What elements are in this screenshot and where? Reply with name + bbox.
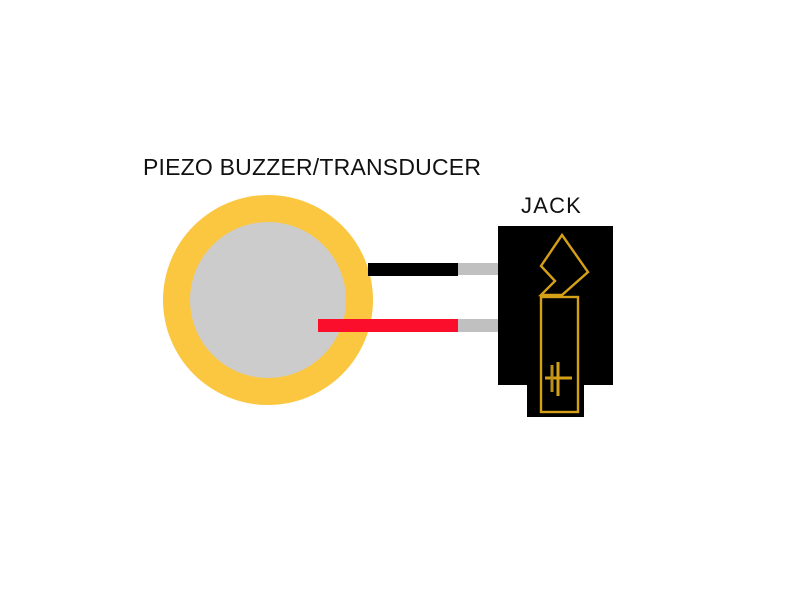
red-wire-insulation — [318, 319, 458, 332]
piezo-inner-disc — [190, 222, 346, 378]
piezo-label: PIEZO BUZZER/TRANSDUCER — [143, 154, 481, 180]
piezo-buzzer-group — [163, 195, 373, 405]
jack-body-upper — [498, 226, 613, 385]
jack-tip-diamond-icon — [538, 232, 590, 297]
jack-sleeve-outline — [539, 295, 580, 414]
black-wire-insulation — [368, 263, 458, 276]
jack-tip-group — [538, 232, 590, 297]
jack-body-group — [498, 226, 613, 417]
jack-label: JACK — [521, 193, 582, 218]
jack-sleeve-group — [539, 295, 580, 414]
jack-ground-cross-icon — [545, 362, 572, 396]
